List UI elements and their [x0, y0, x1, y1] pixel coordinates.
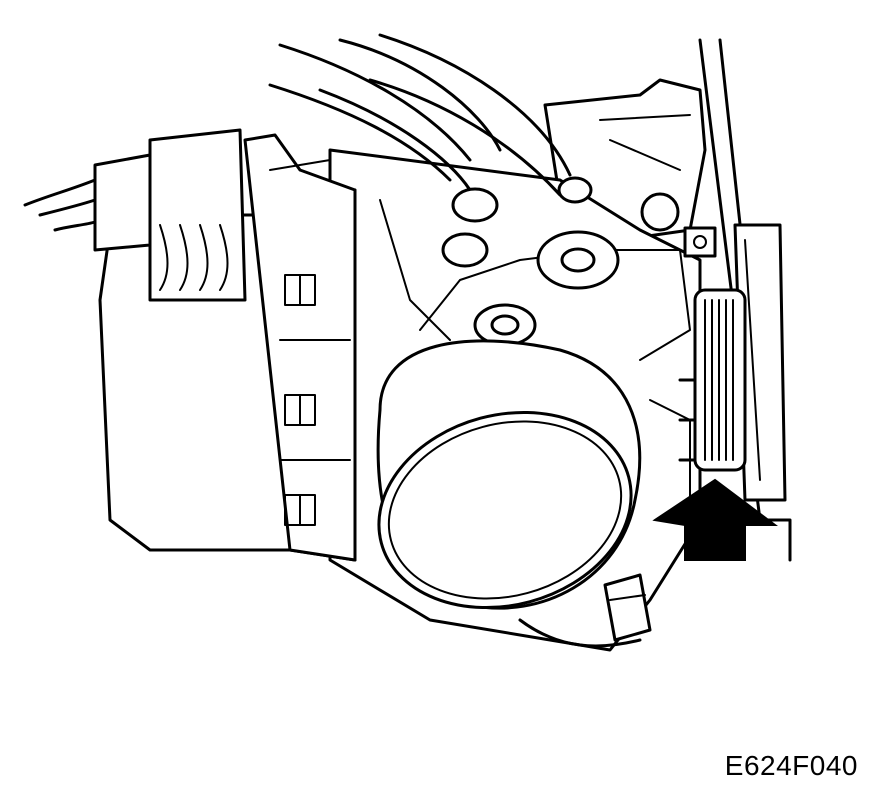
spring-drum [678, 288, 747, 472]
module-vent-slots [284, 274, 316, 526]
figure-reference-code: E624F040 [724, 750, 858, 781]
wiring-connector [23, 128, 247, 302]
mounting-bolt [640, 192, 717, 258]
intake-bore [376, 339, 642, 610]
vacuum-hoses [268, 33, 593, 268]
lower-connector [518, 573, 652, 648]
boss-holes [473, 230, 620, 347]
indicator-arrow [652, 478, 778, 561]
